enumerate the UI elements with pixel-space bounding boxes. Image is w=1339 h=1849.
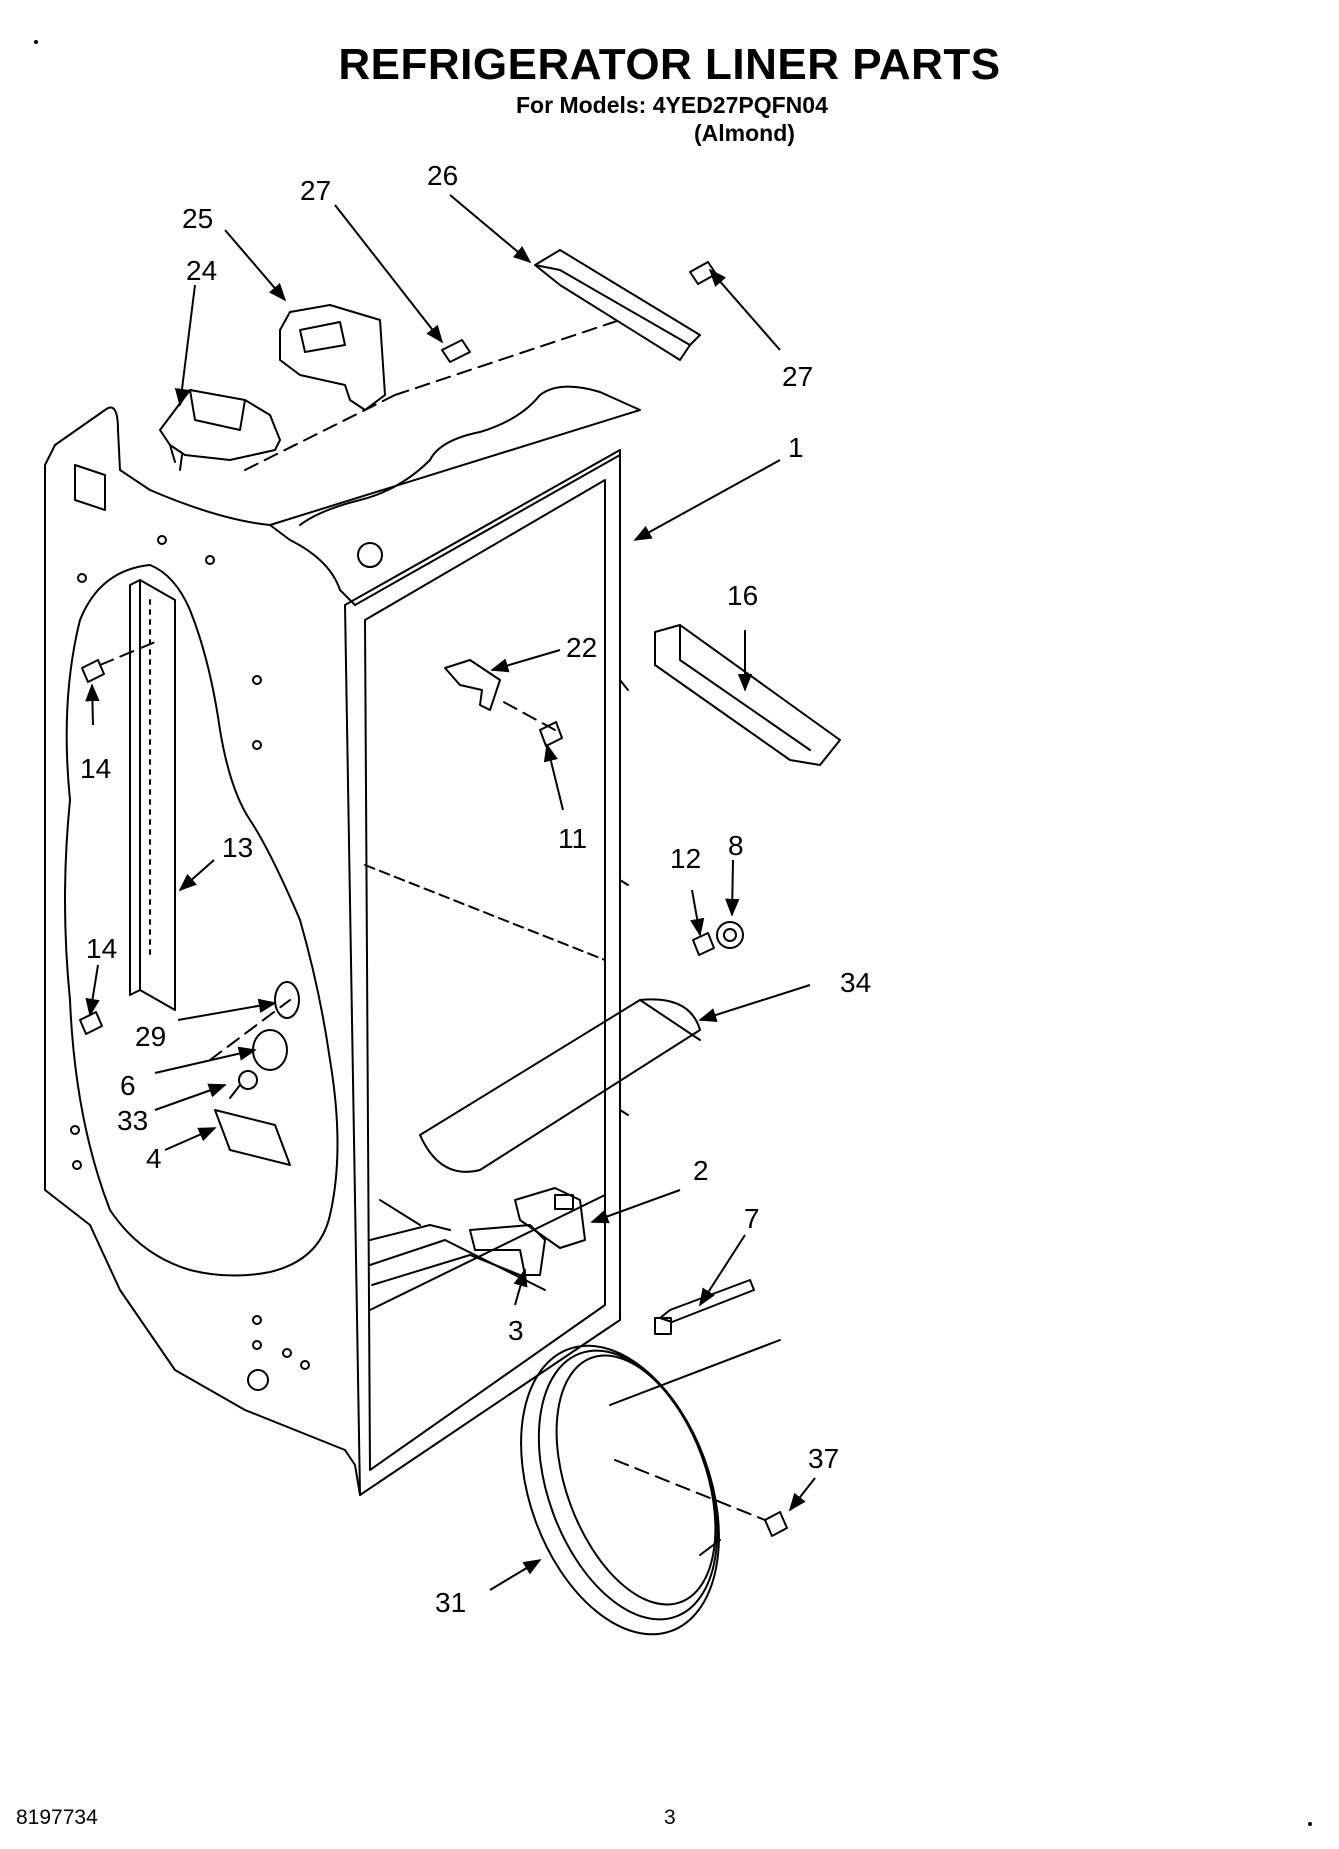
part-14-screw-b [79, 1011, 103, 1035]
callout-31: 31 [435, 1587, 466, 1618]
part-29-sensor [274, 981, 300, 1019]
callout-7: 7 [744, 1203, 760, 1234]
callout-27-right: 27 [782, 361, 813, 392]
part-6-knob [252, 1029, 288, 1071]
callout-13: 13 [222, 832, 253, 863]
part-2-bracket [514, 1187, 586, 1249]
document-number: 8197734 [16, 1806, 98, 1829]
callout-14-lower: 14 [86, 933, 117, 964]
callout-4: 4 [146, 1143, 162, 1174]
part-37-screw [764, 1511, 788, 1537]
callout-6: 6 [120, 1070, 136, 1101]
part-4-grille [214, 1109, 291, 1166]
alignment-lines [99, 319, 766, 1521]
part-3-bracket [469, 1224, 546, 1276]
corner-dot-top [34, 40, 38, 44]
part-26-top-bracket [534, 249, 701, 361]
part-33-plug [229, 1070, 258, 1099]
models-line: For Models: 4YED27PQFN04 [516, 92, 828, 118]
part-13-shelf-rail [129, 579, 176, 1011]
callout-11: 11 [558, 823, 587, 854]
corner-dot-bottom [1308, 1822, 1312, 1826]
part-16-shelf-trim [654, 624, 841, 766]
callout-3: 3 [508, 1315, 524, 1346]
callout-labels: 27 26 25 24 27 1 16 22 14 11 12 8 13 14 … [80, 160, 871, 1618]
part-24-control-housing [159, 389, 281, 471]
callout-24: 24 [186, 255, 217, 286]
part-34-trim-cover [419, 998, 701, 1173]
part-27-screw-a [441, 339, 471, 363]
callout-25: 25 [182, 203, 213, 234]
leader-lines [85, 194, 816, 1591]
page-number: 3 [664, 1806, 676, 1829]
callout-33: 33 [117, 1105, 148, 1136]
callout-12: 12 [670, 843, 701, 874]
callout-1: 1 [788, 432, 804, 463]
callout-2: 2 [693, 1155, 709, 1186]
callout-27-upper: 27 [300, 175, 331, 206]
part-7-wire-tie [654, 1279, 755, 1335]
part-25-control-cover [279, 304, 386, 411]
callout-34: 34 [840, 967, 871, 998]
part-11-screw [539, 721, 563, 747]
liner-shell [44, 385, 641, 1496]
part-12-screw [692, 932, 715, 956]
callout-16: 16 [727, 580, 758, 611]
callout-22: 22 [566, 632, 597, 663]
callout-8: 8 [728, 830, 744, 861]
callout-14-upper: 14 [80, 753, 111, 784]
callout-29: 29 [135, 1021, 166, 1052]
color-variant: (Almond) [694, 120, 795, 146]
part-31-water-tubing [520, 1339, 781, 1636]
callout-26: 26 [427, 160, 458, 191]
page-title: REFRIGERATOR LINER PARTS [338, 40, 1001, 89]
part-14-screw-a [81, 659, 105, 683]
callout-37: 37 [808, 1443, 839, 1474]
part-8-cap [716, 921, 744, 949]
part-22-bracket [444, 659, 501, 711]
